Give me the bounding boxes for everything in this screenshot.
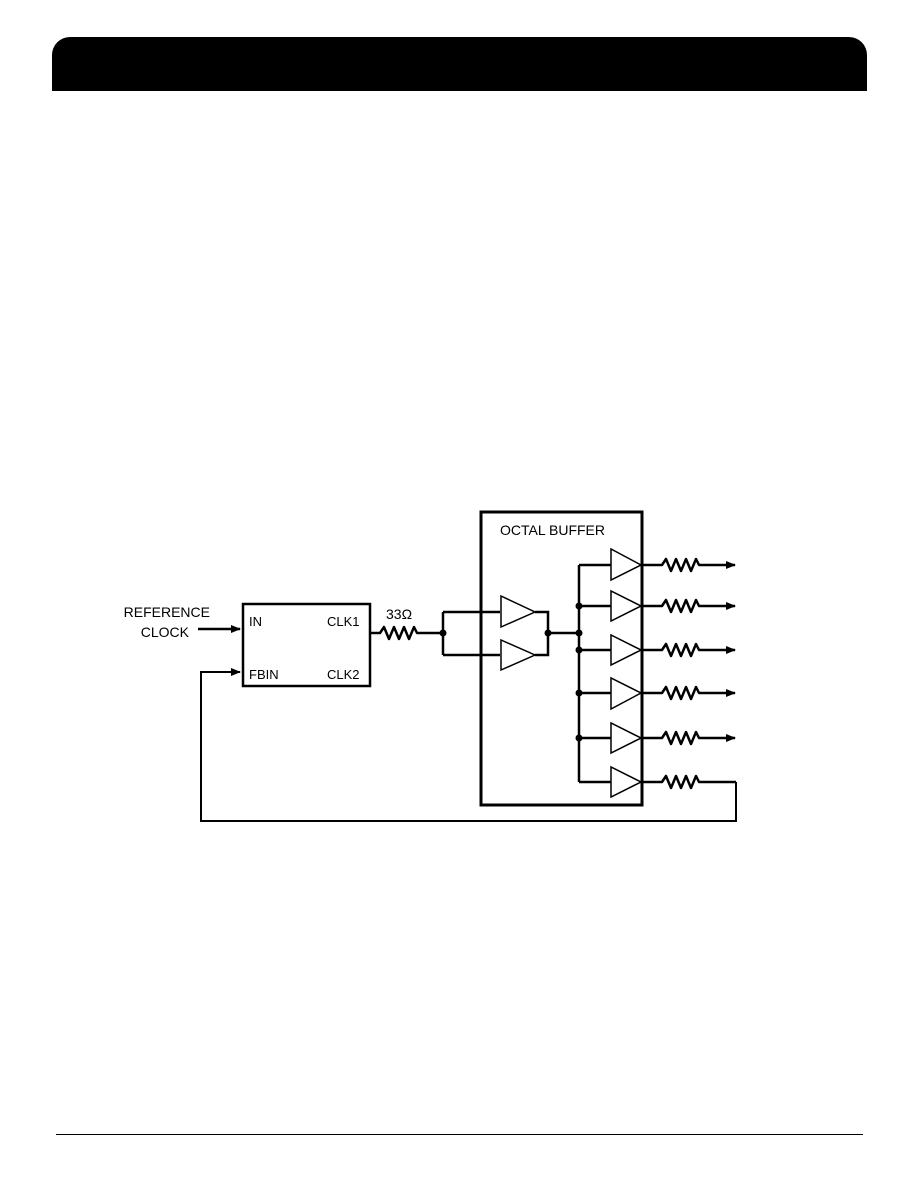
output-resistor: [641, 642, 736, 658]
series-resistor-label: 33Ω: [386, 606, 412, 622]
input-buffer-top: [500, 594, 537, 629]
footer-rule: [56, 1134, 863, 1135]
feedback-loop-wire: [200, 668, 737, 822]
feedback-output-buffer: [610, 765, 643, 799]
input-buffer-bottom: [500, 638, 537, 672]
junction-dot: [544, 629, 552, 637]
series-resistor: [370, 625, 443, 641]
pll-block: [241, 602, 372, 688]
pll-clk2-pin-label: CLK2: [327, 667, 360, 682]
output-resistor: [641, 598, 736, 614]
reference-clock-label-line1: REFERENCE: [124, 604, 210, 620]
output-buffer: [610, 633, 643, 667]
octal-buffer-label: OCTAL BUFFER: [500, 522, 605, 538]
junction-dot: [575, 629, 583, 637]
output-buffer: [610, 721, 643, 755]
pll-fbin-pin-label: FBIN: [249, 667, 279, 682]
pll-clk1-pin-label: CLK1: [327, 614, 360, 629]
reference-clock-label-line2: CLOCK: [141, 624, 190, 640]
output-buffer: [610, 547, 643, 582]
pll-in-pin-label: IN: [249, 614, 262, 629]
output-buffer: [610, 589, 643, 623]
header-bar: [52, 37, 867, 91]
output-resistor: [641, 730, 736, 746]
octal-buffer-box: [479, 510, 644, 807]
output-resistor: [641, 557, 736, 573]
output-buffer: [610, 676, 643, 711]
feedback-resistor: [641, 774, 736, 790]
output-resistor: [641, 685, 736, 701]
